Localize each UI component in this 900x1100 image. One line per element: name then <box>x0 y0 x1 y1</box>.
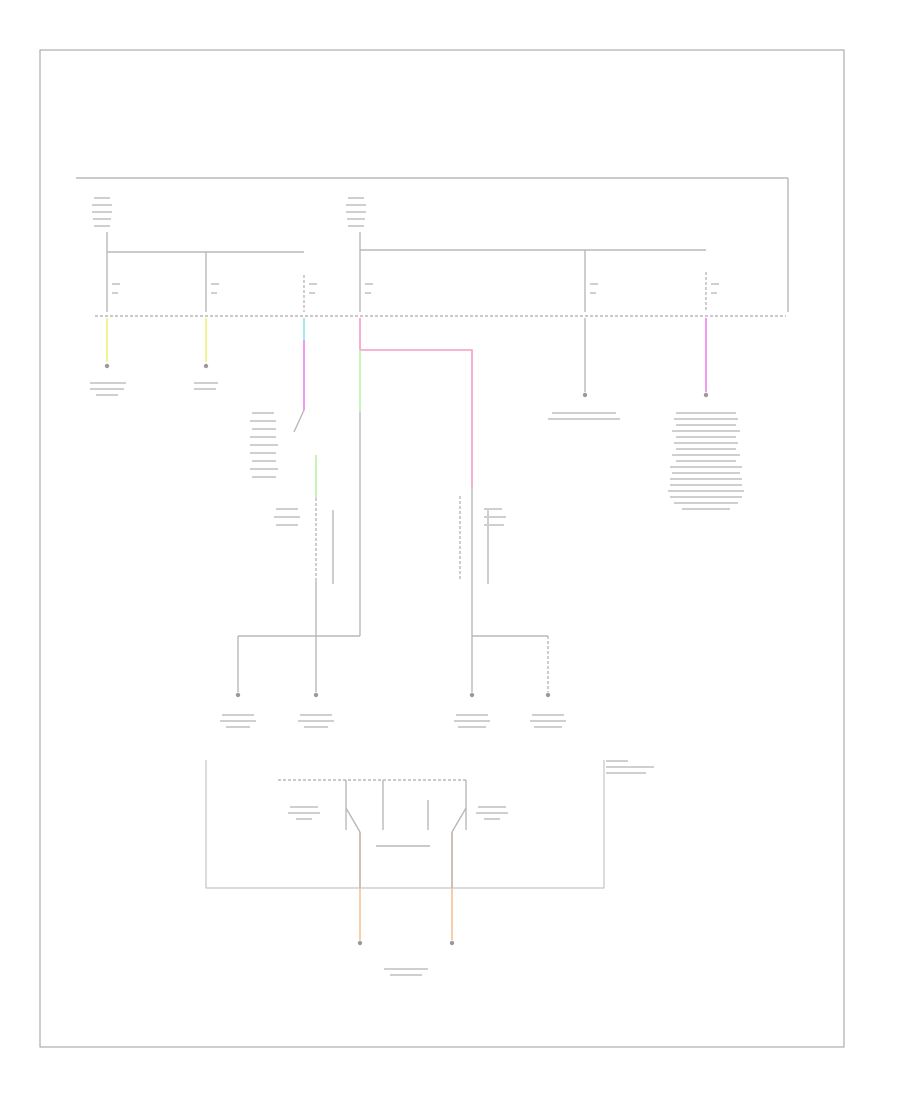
terminal-lamp-left-1 <box>235 692 241 698</box>
fuse-markers <box>112 283 719 294</box>
terminal-lamp-right-1 <box>469 692 475 698</box>
fuse-label-center <box>346 197 366 227</box>
terminal-lamp-left-2 <box>313 692 319 698</box>
label-front-wiper-motor <box>384 968 428 976</box>
terminal-wiper-right <box>449 940 455 946</box>
label-wiper-module <box>606 760 654 774</box>
label-module-right <box>476 806 508 820</box>
wire-pink-route <box>360 349 473 488</box>
module-switch-right <box>451 807 467 833</box>
label-module-left <box>288 806 320 820</box>
terminal-2 <box>203 363 209 369</box>
module-switch-left <box>345 807 361 833</box>
terminal-1 <box>104 363 110 369</box>
label-ecm <box>548 412 620 420</box>
terminal-ecm <box>582 392 588 398</box>
label-relay-right <box>484 508 506 526</box>
label-relay-left <box>274 508 300 526</box>
label-body-control-module <box>668 412 744 510</box>
label-ground-right <box>530 714 566 728</box>
fuse-label-left <box>92 197 112 227</box>
label-headlamp-right <box>298 714 334 728</box>
switch-arm-left <box>293 409 305 433</box>
diagram-frame <box>39 49 845 1048</box>
terminal-lamp-right-2 <box>545 692 551 698</box>
label-rear-wiper-motor <box>194 382 218 390</box>
label-combination-switch <box>250 412 278 478</box>
terminal-bcm <box>703 392 709 398</box>
label-ground-left <box>454 714 490 728</box>
terminal-wiper-left <box>357 940 363 946</box>
bottom-module-frame <box>205 760 605 889</box>
label-front-washer-pump <box>90 382 126 396</box>
label-headlamp-left <box>220 714 256 728</box>
